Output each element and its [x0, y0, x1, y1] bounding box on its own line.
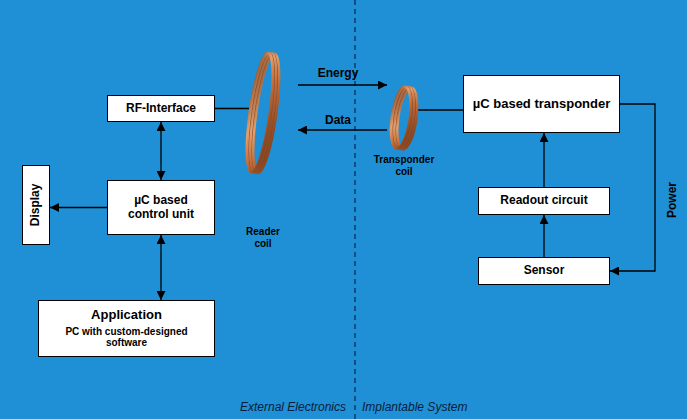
transponder-coil: Transponder coil	[391, 84, 417, 152]
region-label: Implantable System	[362, 400, 467, 414]
node-title: Application	[91, 308, 162, 323]
sensor-box: Sensor	[478, 257, 610, 285]
edge-label: Energy	[318, 66, 359, 80]
connector-arrow	[298, 129, 387, 130]
control-unit-box: µC based control unit	[107, 180, 215, 235]
connector-arrow	[543, 133, 544, 187]
connector-arrow	[160, 122, 161, 180]
coil-winding	[242, 52, 279, 174]
application-box: Application PC with custom-designed softw…	[38, 300, 215, 357]
node-title: Readout circuit	[500, 194, 587, 208]
connector-arrow	[298, 84, 387, 85]
divider-line	[354, 0, 355, 419]
edge-label: Power	[665, 182, 679, 218]
node-title: Sensor	[524, 264, 565, 278]
edge-label: Data	[325, 113, 351, 127]
reader-coil: Reader coil	[250, 48, 276, 178]
connector-arrow	[50, 207, 107, 208]
coil-drawing	[391, 84, 417, 152]
coil-drawing	[250, 48, 276, 178]
readout-box: Readout circuit	[478, 187, 610, 215]
node-title: RF-Interface	[126, 102, 196, 116]
connector-arrow	[215, 108, 252, 109]
region-label: External Electronics	[240, 400, 346, 414]
node-title: µC based transponder	[473, 97, 611, 112]
node-title: µC based control unit	[113, 194, 209, 222]
connector-arrow	[543, 215, 544, 257]
node-title: Reader coil	[238, 226, 288, 249]
connector-arrow	[160, 235, 161, 300]
node-title: Transponder coil	[367, 154, 441, 177]
connector-arrow	[414, 109, 463, 110]
display-box: Display	[22, 165, 50, 245]
node-subtitle: PC with custom-designed software	[44, 326, 209, 349]
node-title: Display	[29, 184, 43, 227]
coil-winding	[388, 86, 414, 150]
transponder-box: µC based transponder	[463, 75, 620, 133]
interface-box: RF-Interface	[107, 95, 215, 122]
